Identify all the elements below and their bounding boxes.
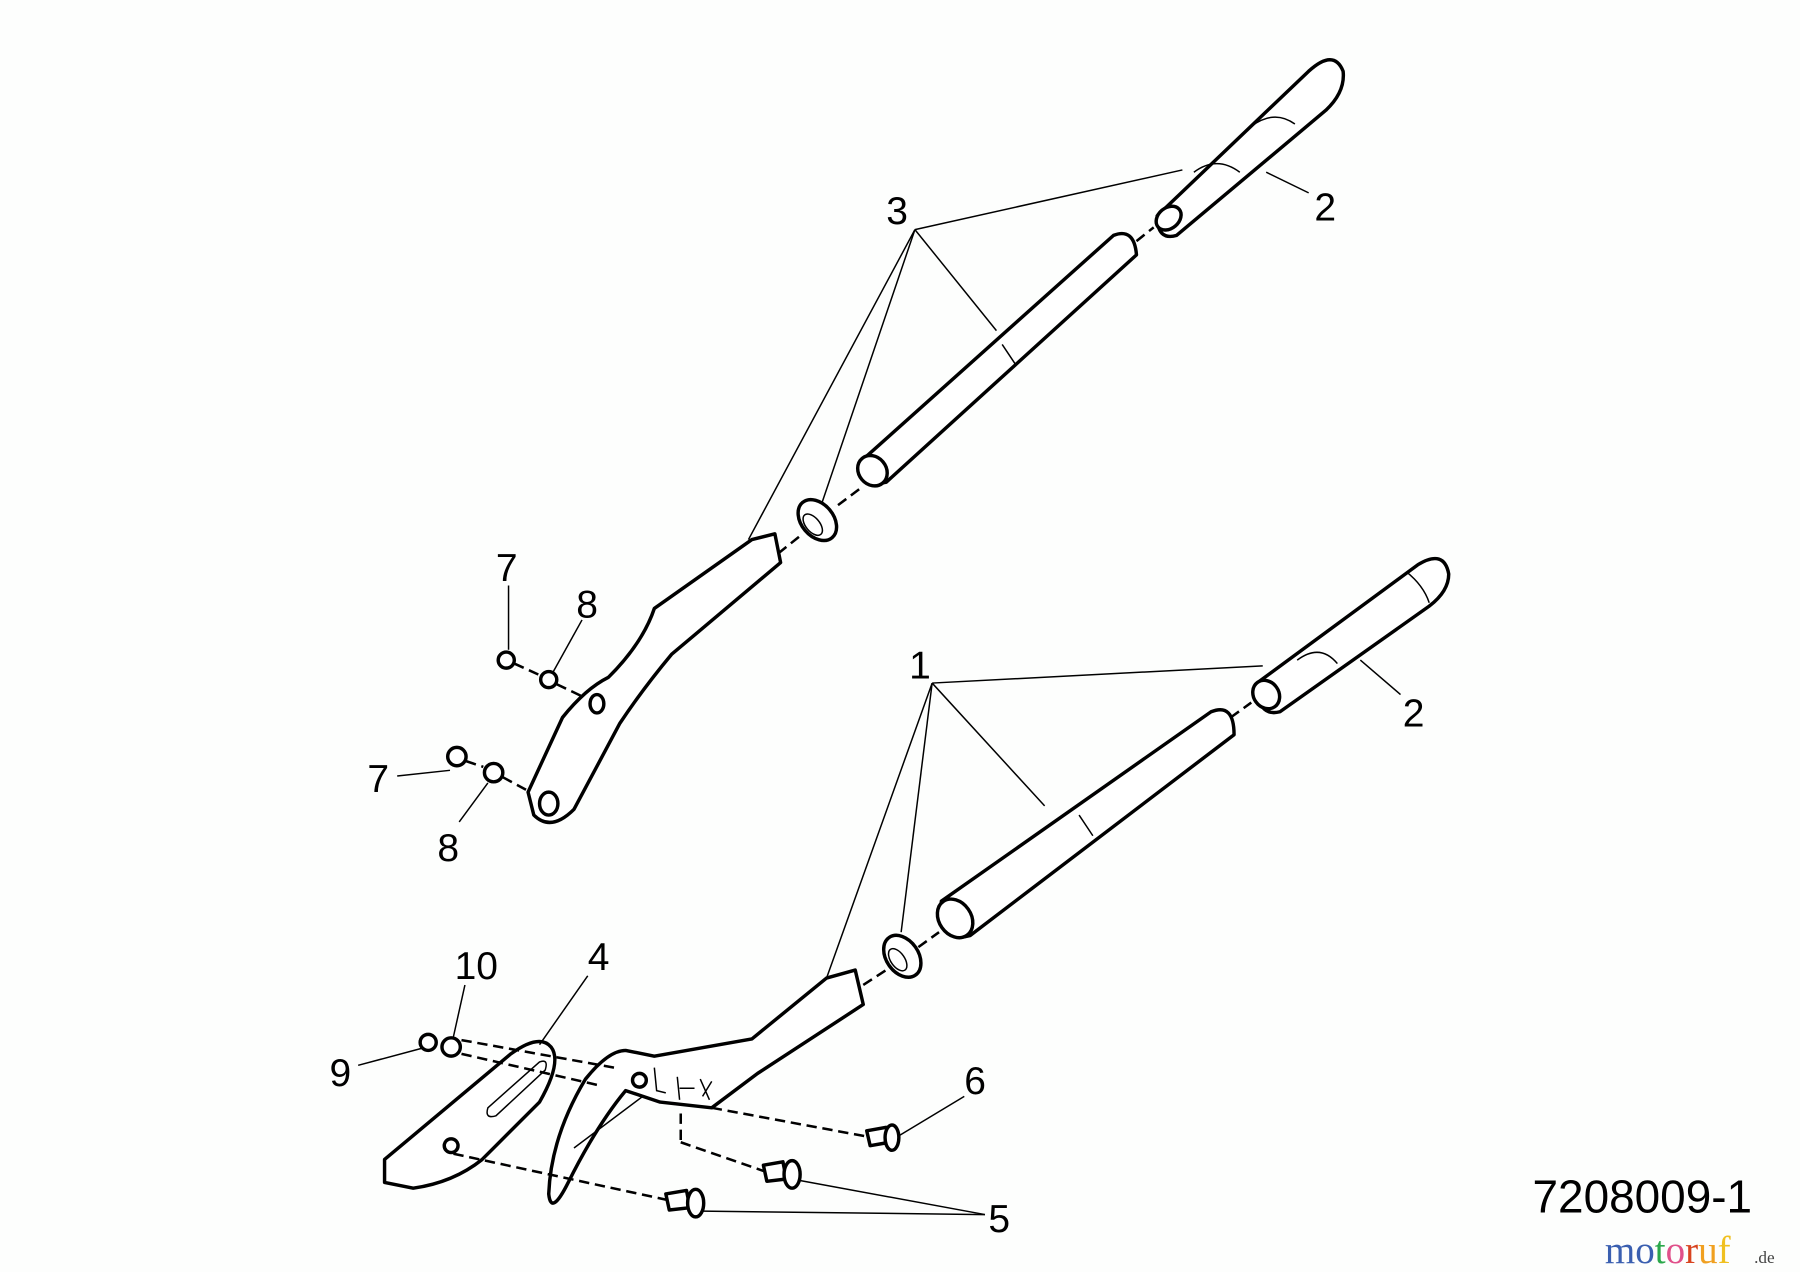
watermark-text: motoruf (1605, 1229, 1731, 1272)
watermark-letter: r (1685, 1229, 1698, 1272)
watermark-letter: u (1698, 1229, 1718, 1272)
diagram-number: 7208009-1 (1533, 1170, 1753, 1222)
anvil-blade-plate (382, 1039, 557, 1190)
upper-ferrule (796, 497, 839, 543)
callout-3: 3 (886, 190, 908, 233)
watermark-letter: t (1655, 1229, 1666, 1272)
watermark-letter: m (1605, 1229, 1635, 1272)
lower-tube (935, 708, 1236, 940)
upper-hardware (445, 650, 587, 794)
leader-lines (357, 169, 1401, 1216)
callout-8-upper: 8 (576, 584, 598, 627)
lower-blade-arm (547, 968, 865, 1205)
upper-grip (1154, 58, 1346, 239)
anvil-hardware (418, 1032, 615, 1087)
callout-9: 9 (329, 1052, 351, 1095)
callout-6: 6 (964, 1060, 986, 1103)
callout-5: 5 (988, 1198, 1010, 1241)
watermark-logo: motoruf .de (1605, 1229, 1775, 1272)
lower-ferrule (881, 933, 923, 979)
watermark-letter: o (1666, 1229, 1686, 1272)
callout-2-upper: 2 (1314, 186, 1336, 229)
watermark-letter: o (1635, 1229, 1655, 1272)
callout-2-lower: 2 (1403, 693, 1425, 736)
callout-7-upper: 7 (496, 547, 518, 590)
callout-7-lower: 7 (367, 758, 389, 801)
bolts (453, 1106, 901, 1219)
upper-tube (855, 231, 1139, 488)
callout-1: 1 (909, 644, 931, 687)
callout-8-lower: 8 (437, 827, 459, 870)
watermark-suffix: .de (1754, 1248, 1775, 1267)
callout-10: 10 (455, 945, 498, 988)
callout-4: 4 (588, 936, 610, 979)
upper-blade-arm (526, 532, 783, 825)
lower-grip (1251, 556, 1451, 715)
watermark-letter: f (1718, 1229, 1731, 1272)
